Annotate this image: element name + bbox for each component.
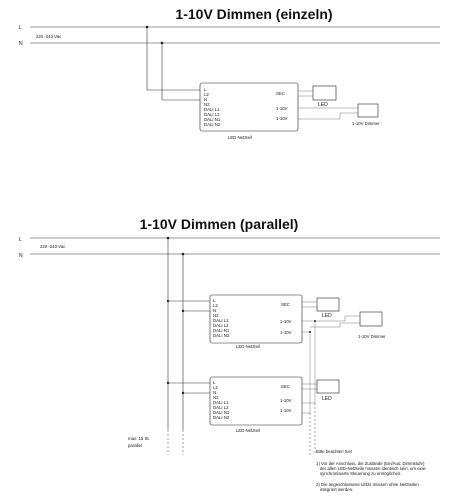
wire-to-dimmer-plus [315, 315, 360, 322]
psu-out-label: 1-10V [276, 106, 288, 111]
note-1-line: der allen LED-Netzteile müssen identisch… [320, 466, 427, 471]
psu-input-label: DALI N1 [204, 117, 221, 122]
psu-out-label: 1-10V [280, 319, 292, 324]
led-label: LED [322, 313, 332, 319]
psu-caption: LED Netzteil [236, 344, 260, 349]
psu-box [199, 82, 299, 132]
psu-input-label: DALI N1 [213, 410, 230, 415]
led-label: LED [322, 396, 332, 402]
dimmer-box [359, 311, 383, 327]
psu-input-label: DALI N2 [204, 122, 221, 127]
psu-input-label: L2 [213, 385, 218, 390]
psu-input-label: DALI L2 [213, 323, 229, 328]
wire-dim-minus [298, 112, 360, 120]
psu-input-label: DALI N1 [213, 328, 230, 333]
psu-input-label: DALI N2 [213, 415, 230, 420]
wire-L-to-psu [146, 27, 200, 91]
led-box [312, 85, 337, 101]
notes-title: Bitte beachten Sie! [316, 449, 352, 454]
psu-sec-label: SEC [281, 384, 290, 389]
psu-input-label: DALI L1 [213, 400, 229, 405]
max-parallel-note: max. 15 St. [128, 436, 150, 441]
psu2-inputs: L L2 N N2 DALI L1 DALI L2 DALI N1 DALI N… [213, 380, 230, 420]
psu-input-label: DALI L1 [213, 318, 229, 323]
diagram-einzeln: 1-10V Dimmen (einzeln) L N 220 -240 Vac … [19, 6, 440, 140]
junction-dot [309, 331, 311, 333]
psu-input-label: N2 [213, 313, 219, 318]
voltage-label: 220 -240 Vac [40, 244, 66, 249]
psu-out-label: 1-10V [280, 408, 292, 413]
psu-input-label: L [204, 87, 207, 92]
psu-input-label: N [213, 390, 216, 395]
psu1-inputs: L L2 N N2 DALI L1 DALI L2 DALI N1 DALI N… [213, 298, 230, 338]
psu-input-label: N2 [213, 395, 219, 400]
wire-to-dimmer-minus [310, 322, 360, 328]
psu-caption: LED Netzteil [228, 135, 252, 140]
psu-out-label: 1-10V [280, 330, 292, 335]
psu-out-label: 1-10V [280, 398, 292, 403]
diagram-parallel: 1-10V Dimmen (parallel) L N 220 -240 Vac… [19, 216, 440, 492]
psu-input-label: L2 [213, 303, 218, 308]
psu-input-label: L [213, 380, 216, 385]
psu-input-label: DALI L2 [213, 405, 229, 410]
psu1-box [209, 294, 303, 344]
line-N-label: N [19, 41, 23, 47]
line-L-label: L [19, 25, 22, 31]
max-parallel-note: parallel [128, 443, 142, 448]
psu-out-label: 1-10V [276, 116, 288, 121]
psu-input-label: DALI L1 [204, 107, 220, 112]
diagram2-title: 1-10V Dimmen (parallel) [140, 216, 299, 232]
psu-input-label: L2 [204, 92, 209, 97]
psu-sec-label: SEC [276, 91, 285, 96]
psu-sec-label: SEC [281, 302, 290, 307]
dimmer-label: 1-10V Dimmer [358, 334, 386, 339]
note-2-line: 2) Die angeschlossene LEDs müssen ohne N… [316, 482, 419, 487]
dimmer-label: 1-10V Dimmer [352, 121, 380, 126]
wire-N-to-psu [161, 43, 200, 101]
note-2-line: integriert werden. [320, 487, 353, 492]
bus-dim-plus [302, 320, 316, 404]
led-label: LED [318, 102, 328, 108]
bus-dim-minus [302, 331, 311, 414]
psu2-box [209, 376, 303, 426]
diagram1-title: 1-10V Dimmen (einzeln) [175, 6, 332, 22]
note-1-line: 1) Vor der Anschluss, die Zustände (Ein/… [316, 461, 425, 466]
dimmer-box [357, 103, 379, 118]
psu-caption: LED Netzteil [236, 428, 260, 433]
led-box [316, 379, 340, 394]
psu-input-label: DALI N2 [213, 333, 230, 338]
psu-input-label: N2 [204, 102, 210, 107]
psu-inputs: L L2 N N2 DALI L1 DALI L2 DALI N1 DALI N… [204, 87, 221, 127]
psu-input-label: N [213, 308, 216, 313]
voltage-label: 220 -240 Vac [36, 34, 62, 39]
line-L-label: L [19, 237, 22, 243]
note-1-line: synchronisierte Steuerung zu ermöglichen… [320, 471, 401, 476]
psu-input-label: N [204, 97, 207, 102]
line-N-label: N [19, 253, 23, 259]
psu-input-label: DALI L2 [204, 112, 220, 117]
psu-input-label: L [213, 298, 216, 303]
led-box [316, 297, 340, 312]
